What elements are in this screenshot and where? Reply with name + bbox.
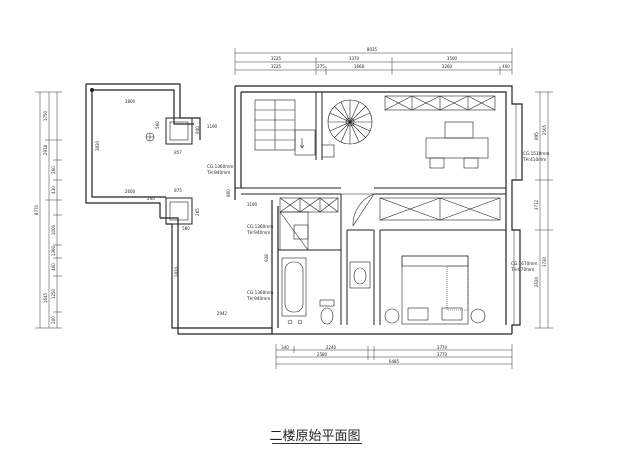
- nightstands: [384, 308, 486, 324]
- dim-left-10: 200: [51, 316, 56, 324]
- bathtub: [281, 257, 307, 317]
- sink: [349, 261, 371, 289]
- note-th5: TH:670mm: [510, 267, 534, 272]
- wardrobe: [379, 197, 501, 221]
- dining-table: [425, 121, 489, 169]
- dim-bottom-r2-2: 3770: [437, 352, 448, 357]
- label-bath-h: 928: [264, 254, 269, 262]
- note-cg1: CG:1360mm: [207, 164, 233, 169]
- upper-cabinet: [384, 95, 496, 111]
- note-cg2: CG:1360mm: [247, 224, 273, 229]
- dim-right-1: 895: [534, 132, 539, 140]
- dim-top-total: 8035: [367, 47, 378, 52]
- bottom-dimension-chain: [275, 344, 513, 369]
- hall-cabinet: [279, 197, 339, 251]
- label-col2-h: 580: [182, 226, 190, 231]
- dim-left-8: 1250: [51, 288, 56, 299]
- dim-left-5: 1000: [51, 224, 56, 235]
- dim-right-4: 2620: [534, 276, 539, 287]
- dim-left-total: 8770: [34, 204, 39, 215]
- drawing-title: 二楼原始平面图: [269, 429, 361, 444]
- dim-right-2: 2505: [542, 124, 547, 135]
- dim-right-total: 3712: [534, 199, 539, 210]
- dim-bottom-total: 6485: [389, 359, 400, 364]
- dim-top-2: 3370: [349, 56, 360, 61]
- dim-left-9: 1645: [43, 292, 48, 303]
- label-bottom-w: 2942: [217, 311, 228, 316]
- dim-left-3: 260: [51, 166, 56, 174]
- top-dimension-chain: [234, 48, 513, 75]
- dim-left-7: 400: [51, 263, 56, 271]
- dim-right-3: 3730: [542, 256, 547, 267]
- floor-drain-icon: [145, 132, 155, 142]
- label-terrace-top-w: 3800: [125, 99, 136, 104]
- label-terrace-small-a: 560: [155, 121, 160, 129]
- note-cg4: CG:1530mm: [523, 151, 549, 156]
- dim-top-r2-4: 3260: [442, 64, 453, 69]
- dim-top-r2-1: 3225: [271, 64, 282, 69]
- dim-top-r2-3: 1668: [354, 64, 365, 69]
- note-cg3: CG:1360mm: [247, 290, 273, 295]
- label-small-240: 240: [147, 196, 155, 201]
- spiral-stair: [327, 99, 373, 145]
- note-th4: TH:410mm: [522, 157, 546, 162]
- bed: [401, 255, 469, 325]
- dim-top-3: 3500: [447, 56, 458, 61]
- label-col-gap: 1190: [207, 124, 218, 129]
- exterior-walls: [85, 83, 523, 335]
- right-dimension-chain: [535, 91, 553, 329]
- label-terrace-mid-w: 2600: [125, 189, 136, 194]
- dim-bottom-3: 3770: [437, 345, 448, 350]
- dim-bottom-r2-1: 2580: [317, 352, 328, 357]
- label-terrace-h: 3830: [95, 140, 100, 151]
- dim-top-1: 3225: [271, 56, 282, 61]
- doors: [341, 193, 375, 227]
- note-th2: TH:940mm: [246, 230, 270, 235]
- note-th1: TH:940mm: [206, 170, 230, 175]
- label-small-940: 940: [195, 126, 200, 134]
- dim-left-1: 1750: [43, 110, 48, 121]
- note-th3: TH:940mm: [246, 296, 270, 301]
- note-cg5: CG:1670mm: [511, 261, 537, 266]
- label-terrace-small-b: 857: [174, 150, 182, 155]
- left-dimension-chain: [35, 91, 62, 329]
- label-col2-w: 875: [174, 188, 182, 193]
- terrace-column-1: [165, 117, 193, 145]
- dim-bottom-2: 2240: [326, 345, 337, 350]
- dim-left-4: 430: [51, 186, 56, 194]
- windows: [513, 104, 517, 325]
- toilet: [319, 299, 335, 325]
- corner-marker: [90, 88, 94, 92]
- terrace-column-2: [165, 197, 193, 225]
- label-small-265: 265: [195, 208, 200, 216]
- dim-top-r2-5: 400: [502, 64, 510, 69]
- interior-walls: [235, 92, 506, 325]
- label-bay-w: 1190: [247, 202, 258, 207]
- label-hall-h: 800: [226, 189, 231, 197]
- dim-left-2: 2918: [43, 144, 48, 155]
- straight-stair: [254, 99, 335, 158]
- bath-fixtures: [287, 319, 303, 325]
- title-underline: [272, 443, 362, 444]
- dim-top-r2-2: 275: [317, 64, 325, 69]
- dim-left-6: 1360: [51, 245, 56, 256]
- label-lower-h: 2820: [174, 266, 179, 277]
- dim-bottom-1: 340: [281, 345, 289, 350]
